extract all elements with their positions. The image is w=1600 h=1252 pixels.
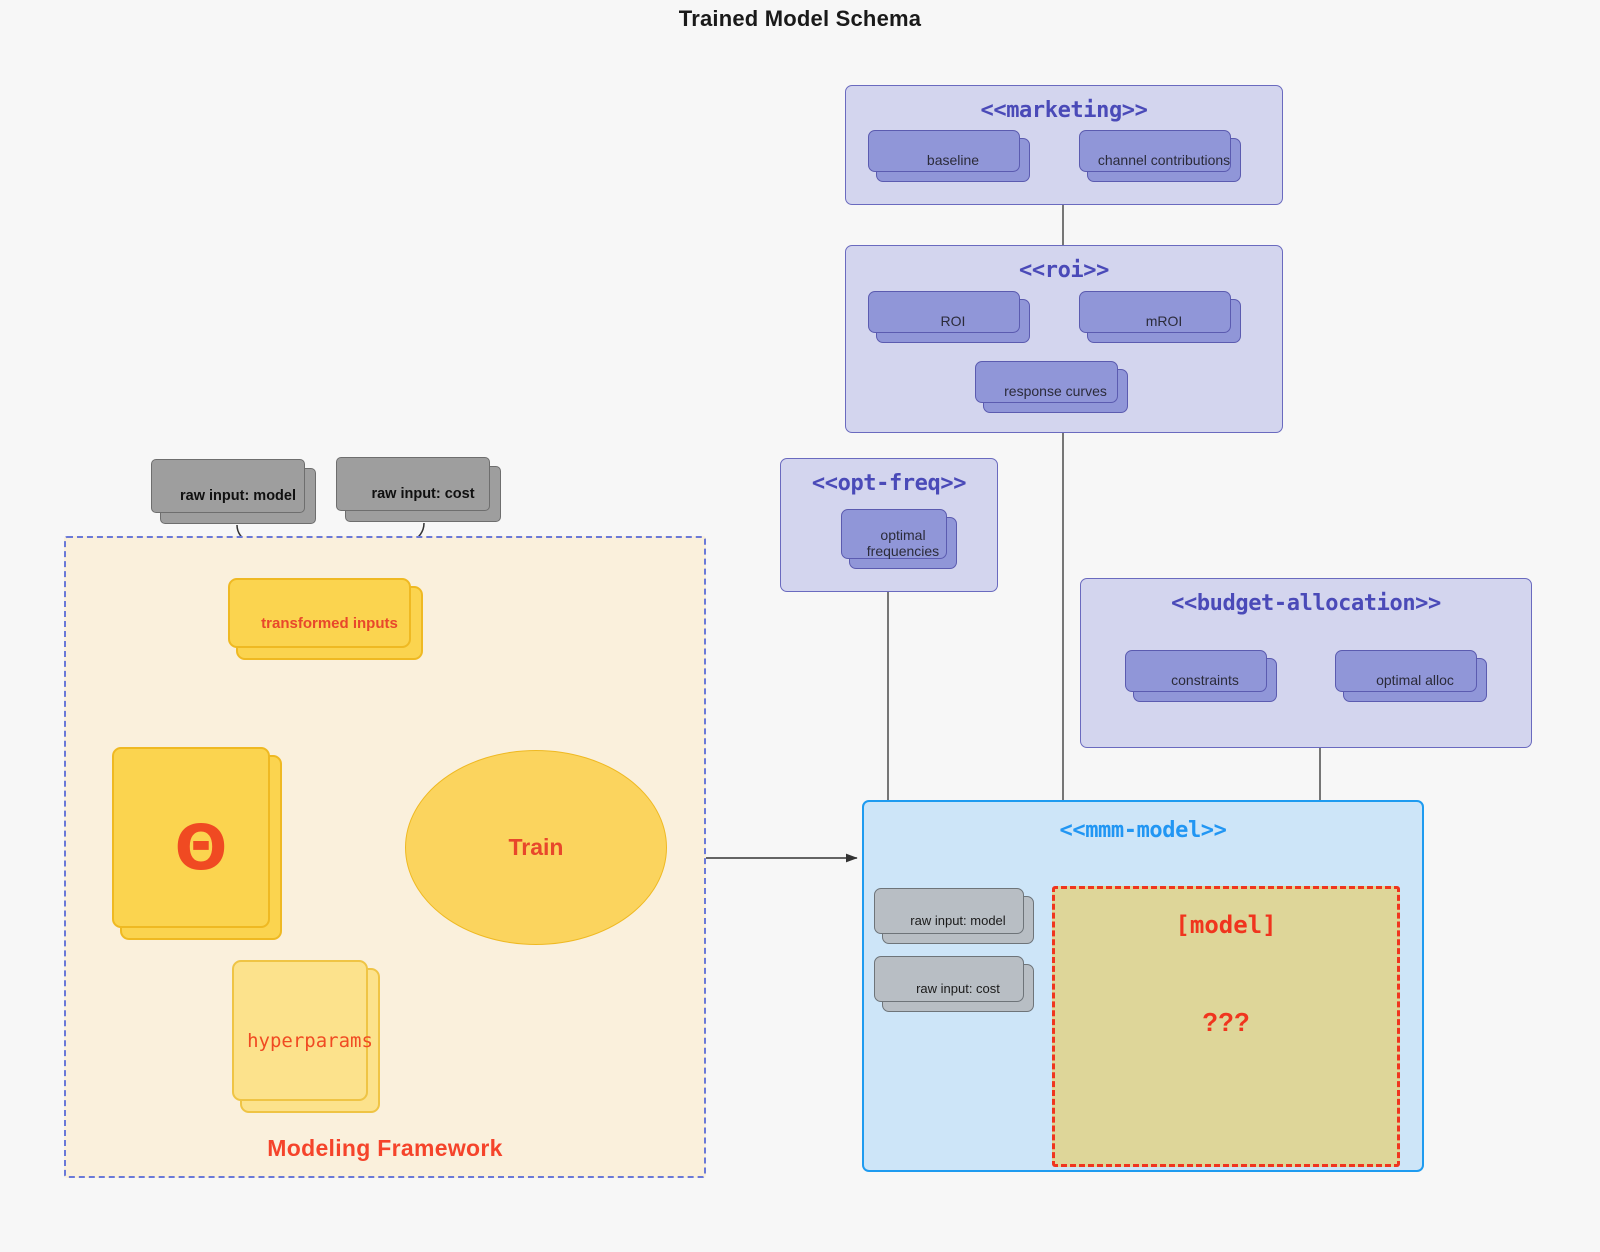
node-theta-label: Θ xyxy=(174,811,228,884)
package-opt-freq[interactable]: <<opt-freq>> optimal frequencies xyxy=(780,458,998,592)
node-optimal-alloc[interactable]: optimal alloc xyxy=(1335,650,1487,702)
mmm-raw-input-cost[interactable]: raw input: cost xyxy=(874,956,1034,1012)
raw-input-model[interactable]: raw input: model xyxy=(151,459,316,524)
node-constraints[interactable]: constraints xyxy=(1125,650,1277,702)
mmm-raw-input-cost-label: raw input: cost xyxy=(916,980,1000,996)
node-hyperparams-label: hyperparams xyxy=(247,1029,373,1052)
node-transformed-inputs[interactable]: transformed inputs xyxy=(228,578,423,660)
package-roi-title: <<roi>> xyxy=(1019,258,1109,283)
node-response-curves[interactable]: response curves xyxy=(975,361,1128,413)
node-roi-label: ROI xyxy=(940,312,966,329)
node-channel-contributions[interactable]: channel contributions xyxy=(1079,130,1241,182)
node-response-curves-label: response curves xyxy=(1004,382,1107,399)
node-roi[interactable]: ROI xyxy=(868,291,1030,343)
node-train-label: Train xyxy=(508,834,564,860)
node-optimal-frequencies-label-line2: frequencies xyxy=(866,543,940,559)
package-budget-allocation[interactable]: <<budget-allocation>> constraints optima… xyxy=(1080,578,1532,748)
package-budget-allocation-title: <<budget-allocation>> xyxy=(1171,591,1441,616)
model-placeholder-body: ??? xyxy=(1202,1007,1250,1037)
node-baseline[interactable]: baseline xyxy=(868,130,1030,182)
node-constraints-label: constraints xyxy=(1171,671,1239,688)
model-placeholder-box[interactable]: [model] ??? xyxy=(1052,886,1400,1167)
raw-input-model-label: raw input: model xyxy=(180,488,296,504)
model-placeholder-title: [model] xyxy=(1175,911,1277,939)
mmm-raw-input-model-label: raw input: model xyxy=(910,912,1006,928)
mmm-raw-input-model[interactable]: raw input: model xyxy=(874,888,1034,944)
node-optimal-alloc-label: optimal alloc xyxy=(1376,671,1454,688)
package-roi[interactable]: <<roi>> ROI mROI response curves xyxy=(845,245,1283,433)
node-baseline-label: baseline xyxy=(926,151,980,168)
package-opt-freq-title: <<opt-freq>> xyxy=(811,471,967,496)
package-mmm-model[interactable]: <<mmm-model>> raw input: model raw input… xyxy=(862,800,1424,1172)
package-mmm-model-title: <<mmm-model>> xyxy=(1059,818,1227,843)
node-hyperparams[interactable]: hyperparams xyxy=(232,960,380,1113)
node-mroi[interactable]: mROI xyxy=(1079,291,1241,343)
node-optimal-frequencies-label-line1: optimal xyxy=(880,526,926,543)
node-transformed-inputs-label: transformed inputs xyxy=(261,614,398,632)
node-train[interactable]: Train xyxy=(405,750,667,945)
node-optimal-frequencies[interactable]: optimal frequencies xyxy=(841,509,957,569)
raw-input-cost-label: raw input: cost xyxy=(371,486,475,502)
package-marketing[interactable]: <<marketing>> baseline channel contribut… xyxy=(845,85,1283,205)
modeling-framework-label: Modeling Framework xyxy=(267,1135,503,1161)
node-mroi-label: mROI xyxy=(1145,312,1183,329)
node-channel-contributions-label: channel contributions xyxy=(1097,151,1231,168)
page-title: Trained Model Schema xyxy=(678,6,922,31)
package-marketing-title: <<marketing>> xyxy=(980,98,1148,123)
node-theta[interactable]: Θ xyxy=(112,747,282,940)
raw-input-cost[interactable]: raw input: cost xyxy=(336,457,501,522)
